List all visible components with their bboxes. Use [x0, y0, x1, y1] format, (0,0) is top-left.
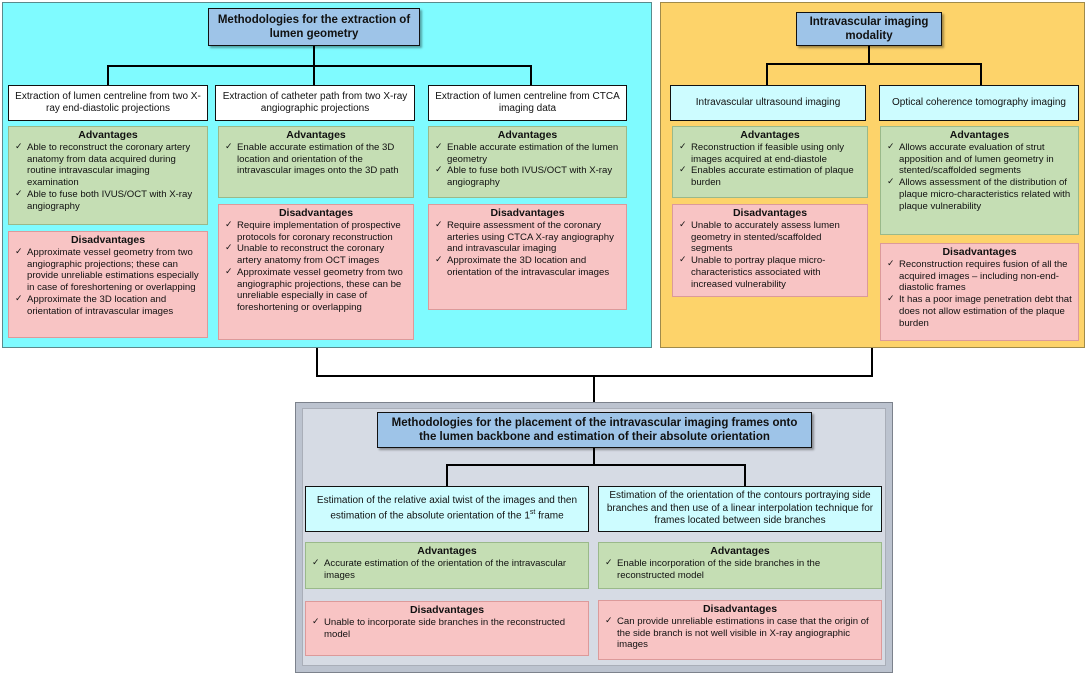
connector [766, 63, 768, 85]
connector [593, 375, 595, 402]
ivus-header: Intravascular ultrasound imaging [670, 85, 866, 121]
connector [980, 63, 982, 85]
advantages-heading: Advantages [417, 545, 477, 557]
frame-placement-title: Methodologies for the placement of the i… [377, 412, 812, 448]
disadvantages-box: Disadvantages Require assessment of the … [428, 204, 627, 310]
list-item: Approximate vessel geometry from two ang… [15, 247, 201, 294]
list-item: Unable to incorporate side branches in t… [312, 617, 582, 640]
list-item: Allows accurate evaluation of strut appo… [887, 142, 1072, 177]
advantages-heading: Advantages [78, 129, 138, 141]
list-item: Approximate the 3D location and orientat… [15, 294, 201, 317]
connector [871, 348, 873, 376]
connector [446, 464, 448, 486]
connector [446, 464, 746, 466]
list-item: Able to fuse both IVUS/OCT with X-ray an… [435, 165, 620, 188]
list-item: Unable to reconstruct the coronary arter… [225, 243, 407, 266]
connector [107, 65, 109, 85]
list-item: Able to fuse both IVUS/OCT with X-ray an… [15, 189, 201, 212]
list-item: It has a poor image penetration debt tha… [887, 294, 1072, 329]
connector [766, 63, 982, 65]
list-item: Enable accurate estimation of the lumen … [435, 142, 620, 165]
advantages-box: Advantages Able to reconstruct the coron… [8, 126, 208, 225]
disadvantages-heading: Disadvantages [409, 604, 485, 616]
advantages-heading: Advantages [949, 129, 1010, 141]
list-item: Require assessment of the coronary arter… [435, 220, 620, 255]
disadvantages-heading: Disadvantages [732, 207, 808, 219]
connector [530, 65, 532, 85]
list-item: Reconstruction if feasible using only im… [679, 142, 861, 165]
advantages-heading: Advantages [710, 545, 770, 557]
list-item: Enables accurate estimation of plaque bu… [679, 165, 861, 188]
ctca-centreline-header: Extraction of lumen centreline from CTCA… [428, 85, 627, 121]
disadvantages-heading: Disadvantages [278, 207, 354, 219]
disadvantages-box: Disadvantages Can provide unreliable est… [598, 600, 882, 660]
list-item: Approximate vessel geometry from two ang… [225, 267, 407, 314]
advantages-box: Advantages Allows accurate evaluation of… [880, 126, 1079, 235]
advantages-heading: Advantages [497, 129, 558, 141]
catheter-path-header: Extraction of catheter path from two X-r… [215, 85, 415, 121]
connector [744, 464, 746, 486]
disadvantages-heading: Disadvantages [942, 246, 1017, 258]
disadvantages-heading: Disadvantages [702, 603, 778, 615]
disadvantages-box: Disadvantages Unable to incorporate side… [305, 601, 589, 656]
list-item: Unable to portray plaque micro-character… [679, 255, 861, 290]
list-item: Unable to accurately assess lumen geomet… [679, 220, 861, 255]
connector [107, 65, 531, 67]
axial-twist-header: Estimation of the relative axial twist o… [305, 486, 589, 532]
connector [313, 65, 315, 85]
connector [868, 46, 870, 64]
advantages-box: Advantages Enable accurate estimation of… [428, 126, 627, 198]
list-item: Enable accurate estimation of the 3D loc… [225, 142, 407, 177]
list-item: Allows assessment of the distribution of… [887, 177, 1072, 212]
advantages-box: Advantages Enable accurate estimation of… [218, 126, 414, 198]
disadvantages-box: Disadvantages Approximate vessel geometr… [8, 231, 208, 338]
side-branch-orientation-header: Estimation of the orientation of the con… [598, 486, 882, 532]
connector [593, 448, 595, 465]
connector [313, 46, 315, 66]
disadvantages-box: Disadvantages Require implementation of … [218, 204, 414, 340]
advantages-box: Advantages Reconstruction if feasible us… [672, 126, 868, 198]
list-item: Able to reconstruct the coronary artery … [15, 142, 201, 189]
disadvantages-heading: Disadvantages [70, 234, 146, 246]
lumen-geometry-title: Methodologies for the extraction of lume… [208, 8, 420, 46]
advantages-box: Advantages Accurate estimation of the or… [305, 542, 589, 589]
disadvantages-box: Disadvantages Reconstruction requires fu… [880, 243, 1079, 341]
connector [316, 348, 318, 376]
oct-header: Optical coherence tomography imaging [879, 85, 1079, 121]
superscript: st [529, 509, 536, 517]
list-item: Accurate estimation of the orientation o… [312, 558, 582, 581]
list-item: Reconstruction requires fusion of all th… [887, 259, 1072, 294]
disadvantages-heading: Disadvantages [490, 207, 565, 219]
advantages-heading: Advantages [286, 129, 346, 141]
list-item: Approximate the 3D location and orientat… [435, 255, 620, 278]
disadvantages-box: Disadvantages Unable to accurately asses… [672, 204, 868, 297]
lumen-centreline-xray-header: Extraction of lumen centreline from two … [8, 85, 208, 121]
advantages-heading: Advantages [740, 129, 800, 141]
list-item: Enable incorporation of the side branche… [605, 558, 875, 581]
advantages-box: Advantages Enable incorporation of the s… [598, 542, 882, 589]
imaging-modality-title: Intravascular imaging modality [796, 12, 942, 46]
list-item: Require implementation of prospective pr… [225, 220, 407, 243]
list-item: Can provide unreliable estimations in ca… [605, 616, 875, 651]
